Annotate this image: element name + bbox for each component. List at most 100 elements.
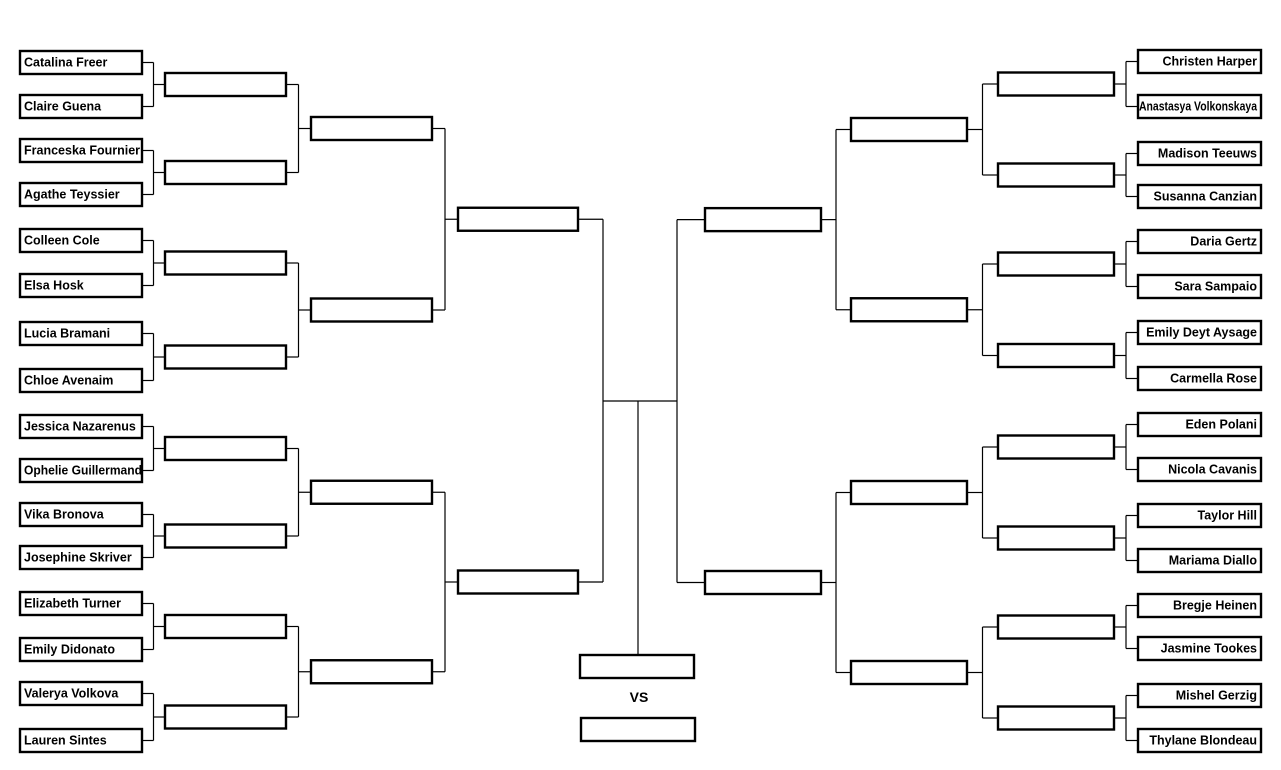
right-semifinal-slot[interactable] xyxy=(703,569,823,596)
right-round2-slot[interactable] xyxy=(996,251,1116,277)
right-round1-slot[interactable]: Madison Teeuws xyxy=(1136,140,1263,167)
contestant-name: Agathe Teyssier xyxy=(24,187,120,201)
right-round1-slot-box xyxy=(1136,682,1263,709)
left-semifinal-slot-box xyxy=(456,569,580,595)
left-round1-slot-box xyxy=(18,137,144,164)
left-round2-slot[interactable] xyxy=(163,250,288,276)
right-round2-slot[interactable] xyxy=(996,705,1116,731)
left-round2-slot[interactable] xyxy=(163,159,288,186)
right-round2-slot[interactable] xyxy=(996,162,1116,188)
left-round1-slot[interactable]: Lucia Bramani xyxy=(18,320,144,347)
right-round1-slot[interactable]: Bregje Heinen xyxy=(1136,592,1263,619)
right-round2-slot-box xyxy=(996,525,1116,551)
left-round1-slot-box xyxy=(18,590,144,617)
left-quarterfinal-slot[interactable] xyxy=(309,479,434,505)
left-round1-slot-box xyxy=(18,727,144,754)
right-round1-slot[interactable]: Susanna Canzian xyxy=(1136,183,1263,210)
right-round2-slot[interactable] xyxy=(996,434,1116,460)
right-round2-slot[interactable] xyxy=(996,342,1116,369)
right-round1-slot[interactable]: Sara Sampaio xyxy=(1136,273,1263,300)
right-round1-slot[interactable]: Taylor Hill xyxy=(1136,502,1263,529)
left-semifinal-slot[interactable] xyxy=(456,206,580,232)
left-round1-slot-box xyxy=(18,227,144,254)
contestant-name: Bregje Heinen xyxy=(1173,598,1257,612)
left-semifinal-slot[interactable] xyxy=(456,569,580,595)
right-round1-slot[interactable]: Jasmine Tookes xyxy=(1136,635,1263,662)
left-round1-slot[interactable]: Agathe Teyssier xyxy=(18,181,144,208)
contestant-name: Nicola Cavanis xyxy=(1168,462,1257,476)
contestant-name: Catalina Freer xyxy=(24,55,108,69)
left-round1-slot[interactable]: Catalina Freer xyxy=(18,49,144,76)
left-round2-slot[interactable] xyxy=(163,523,288,549)
right-round2-slot[interactable] xyxy=(996,614,1116,640)
left-round1-slot-box xyxy=(18,181,144,208)
contestant-name: Emily Deyt Aysage xyxy=(1146,325,1257,339)
right-round2-slot[interactable] xyxy=(996,71,1116,97)
left-round1-slot[interactable]: Claire Guena xyxy=(18,93,144,120)
left-round1-slot[interactable]: Elsa Hosk xyxy=(18,272,144,299)
right-round1-slot[interactable]: Christen Harper xyxy=(1136,48,1263,75)
final-slot-bottom[interactable] xyxy=(579,716,697,743)
right-round1-slot[interactable]: Carmella Rose xyxy=(1136,365,1263,392)
contestant-name: Emily Didonato xyxy=(24,642,115,656)
contestant-name: Mariama Diallo xyxy=(1169,553,1258,567)
right-round1-slot-box xyxy=(1136,727,1263,754)
left-round1-slot[interactable]: Vika Bronova xyxy=(18,501,144,528)
left-round1-slot-box xyxy=(18,93,144,120)
left-round1-slot[interactable]: Jessica Nazarenus xyxy=(18,413,144,440)
left-round1-slot[interactable]: Chloe Avenaim xyxy=(18,367,144,394)
left-quarterfinal-slot[interactable] xyxy=(309,297,434,323)
left-round2-slot[interactable] xyxy=(163,704,288,730)
right-round1-slot[interactable]: Thylane Blondeau xyxy=(1136,727,1263,754)
contestant-name: Anastasya Volkonskaya xyxy=(1139,99,1258,113)
right-round2-slot-box xyxy=(996,251,1116,277)
left-round1-slot[interactable]: Josephine Skriver xyxy=(18,544,144,571)
contestant-name: Susanna Canzian xyxy=(1154,189,1258,203)
left-round2-slot-box xyxy=(163,523,288,549)
right-round1-slot-box xyxy=(1136,140,1263,167)
left-round2-slot[interactable] xyxy=(163,435,288,462)
right-quarterfinal-slot[interactable] xyxy=(849,479,969,506)
left-round1-slot[interactable]: Colleen Cole xyxy=(18,227,144,254)
right-round1-slot-box xyxy=(1136,502,1263,529)
contestant-name: Lauren Sintes xyxy=(24,733,107,747)
right-round1-slot[interactable]: Emily Deyt Aysage xyxy=(1136,319,1263,346)
right-round1-slot[interactable]: Eden Polani xyxy=(1136,411,1263,438)
left-round1-slot[interactable]: Valerya Volkova xyxy=(18,680,144,707)
right-round2-slot[interactable] xyxy=(996,525,1116,551)
right-quarterfinal-slot-box xyxy=(849,479,969,506)
left-round2-slot[interactable] xyxy=(163,613,288,640)
left-round2-slot[interactable] xyxy=(163,344,288,370)
final-slot-top[interactable] xyxy=(578,653,696,680)
right-round2-slot-box xyxy=(996,434,1116,460)
left-round1-slot-box xyxy=(18,413,144,440)
right-round2-slot-box xyxy=(996,342,1116,369)
left-round1-slot[interactable]: Franceska Fournier xyxy=(18,137,144,164)
right-semifinal-slot[interactable] xyxy=(703,206,823,233)
left-round1-slot-box xyxy=(18,544,144,571)
right-quarterfinal-slot[interactable] xyxy=(849,659,969,686)
left-round1-slot[interactable]: Ophelie Guillermand xyxy=(18,457,144,484)
left-round1-slot[interactable]: Emily Didonato xyxy=(18,636,144,663)
contestant-name: Elsa Hosk xyxy=(24,278,84,292)
left-quarterfinal-slot[interactable] xyxy=(309,659,434,685)
left-round1-slot[interactable]: Lauren Sintes xyxy=(18,727,144,754)
left-quarterfinal-slot[interactable] xyxy=(309,115,434,142)
right-round1-slot[interactable]: Nicola Cavanis xyxy=(1136,456,1263,483)
left-round2-slot[interactable] xyxy=(163,71,288,98)
right-semifinal-slot-box xyxy=(703,206,823,233)
right-round1-slot[interactable]: Mishel Gerzig xyxy=(1136,682,1263,709)
right-quarterfinal-slot[interactable] xyxy=(849,297,969,323)
right-quarterfinal-slot[interactable] xyxy=(849,116,969,143)
left-round1-slot[interactable]: Elizabeth Turner xyxy=(18,590,144,617)
right-round2-slot-box xyxy=(996,614,1116,640)
contestant-name: Daria Gertz xyxy=(1190,234,1257,248)
right-semifinal-slot-box xyxy=(703,569,823,596)
left-round2-slot-box xyxy=(163,613,288,640)
right-round1-slot[interactable]: Daria Gertz xyxy=(1136,228,1263,255)
right-round1-slot-box xyxy=(1136,93,1263,120)
right-round1-slot[interactable]: Anastasya Volkonskaya xyxy=(1136,93,1263,120)
contestant-name: Claire Guena xyxy=(24,99,102,113)
right-round1-slot[interactable]: Mariama Diallo xyxy=(1136,547,1263,574)
